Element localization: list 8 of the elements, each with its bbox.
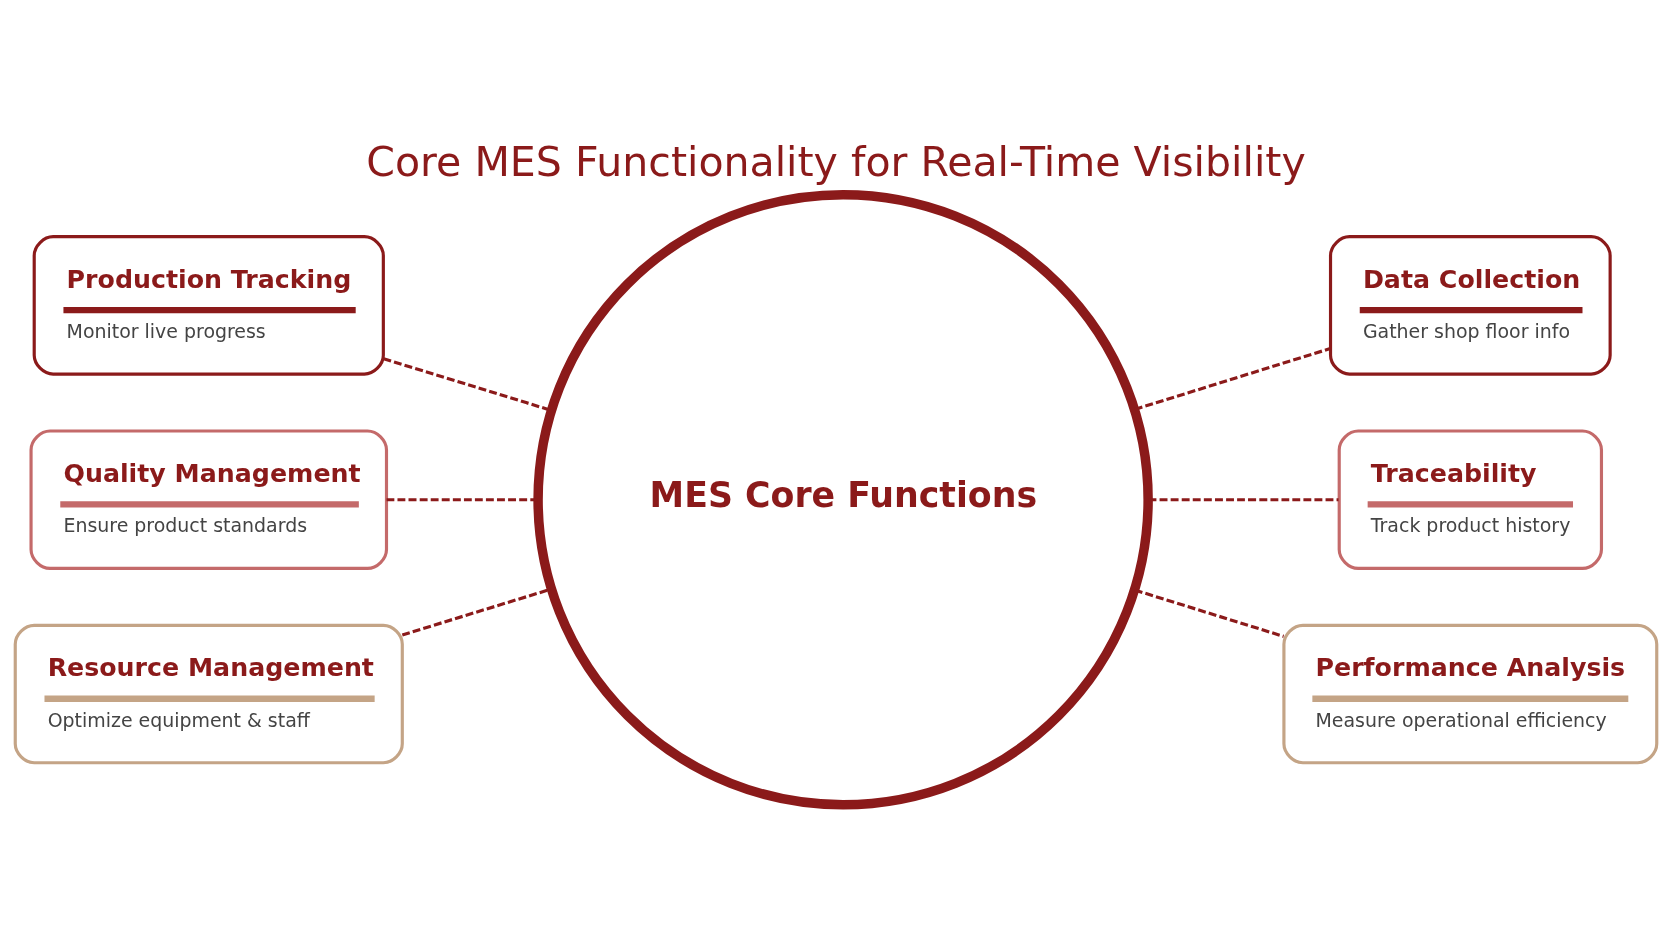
node-box: Traceability Track product history	[1337, 429, 1604, 571]
node-box: Performance Analysis Measure operational efficiency	[1282, 623, 1659, 765]
node-box: Data Collection Gather shop floor info	[1328, 235, 1612, 376]
node-box: Resource Management Optimize equipment & staff	[13, 623, 404, 765]
diagram-title: Core MES Functionality for Real-Time Visibility	[366, 137, 1306, 186]
node-circle: MES Core Functions	[533, 189, 1153, 810]
node-box: Production Tracking Monitor live progress	[32, 235, 385, 376]
node-box: Quality Management Ensure product standards	[29, 429, 389, 571]
